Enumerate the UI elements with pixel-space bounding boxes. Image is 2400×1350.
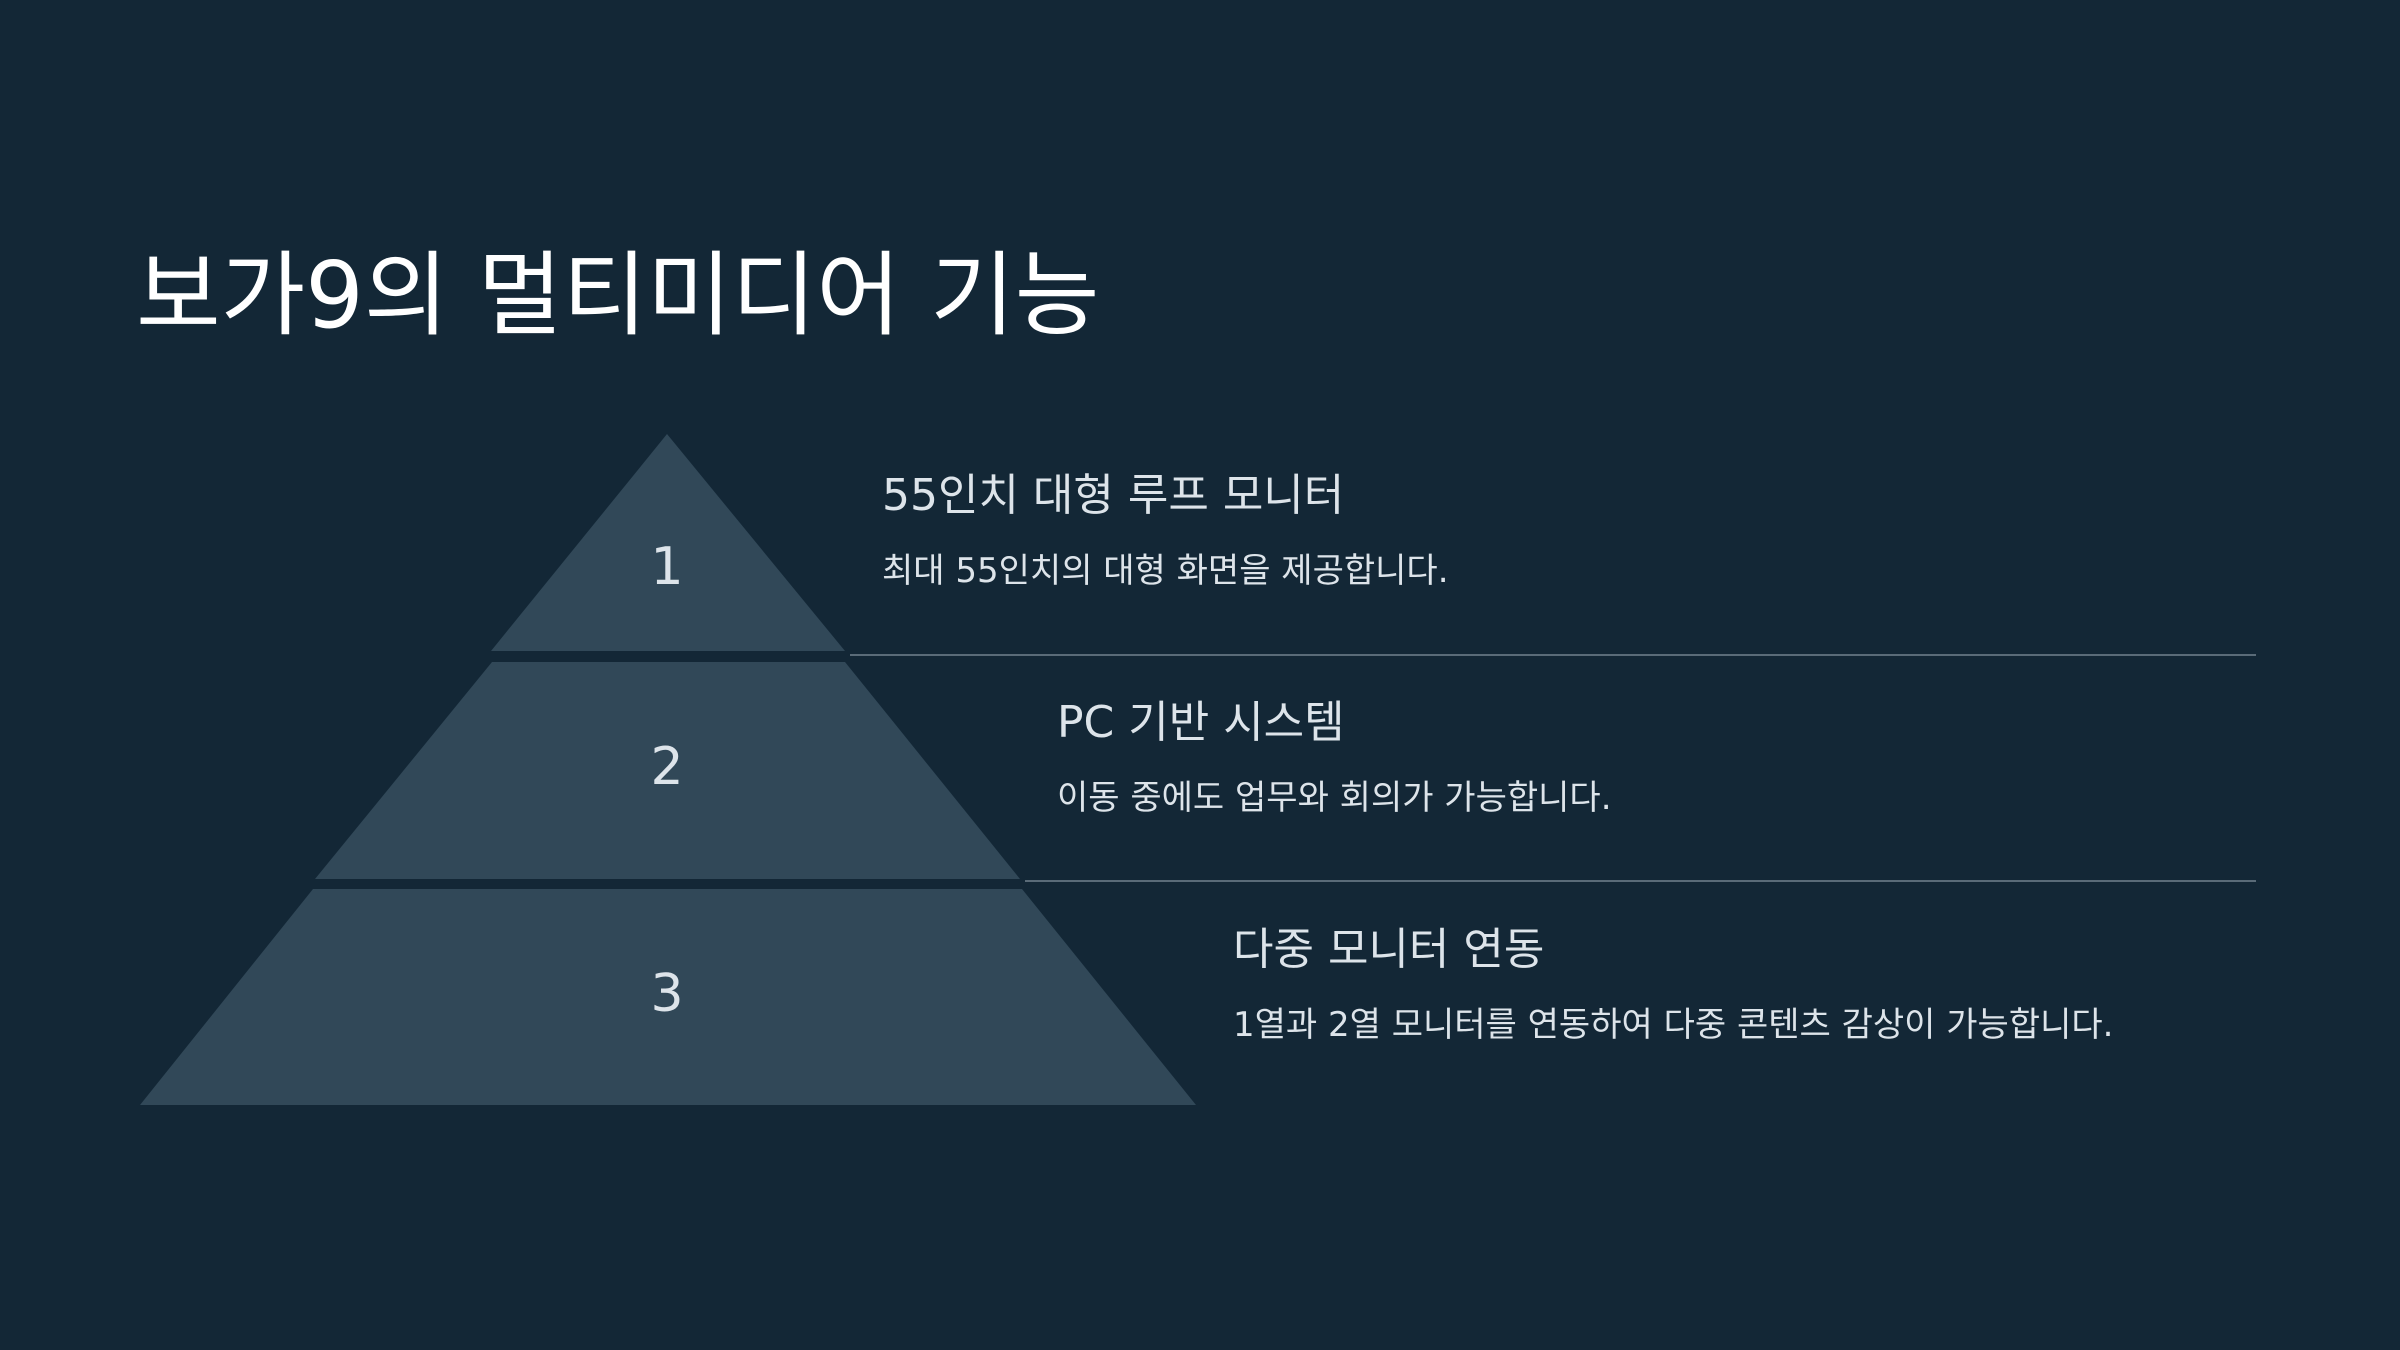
tier-2-number: 2 bbox=[650, 737, 683, 797]
tier-3-number: 3 bbox=[650, 964, 683, 1024]
tier-1-divider bbox=[850, 654, 2256, 656]
tier-3-description: 1열과 2열 모니터를 연동하여 다중 콘텐츠 감상이 가능합니다. bbox=[1233, 1004, 2114, 1045]
tier-1-number: 1 bbox=[650, 537, 683, 597]
slide-title: 보가9의 멀티미디어 기능 bbox=[136, 242, 1100, 349]
tier-1-description: 최대 55인치의 대형 화면을 제공합니다. bbox=[882, 550, 1449, 591]
tier-3-title: 다중 모니터 연동 bbox=[1233, 924, 1545, 975]
tier-1-item: 55인치 대형 루프 모니터 최대 55인치의 대형 화면을 제공합니다. bbox=[882, 470, 1449, 593]
tier-3-item: 다중 모니터 연동 1열과 2열 모니터를 연동하여 다중 콘텐츠 감상이 가능… bbox=[1233, 924, 2113, 1047]
tier-2-title: PC 기반 시스템 bbox=[1057, 697, 1345, 748]
tier-2-divider bbox=[1025, 880, 2256, 882]
pyramid-tier-2 bbox=[315, 662, 1020, 879]
tier-2-description: 이동 중에도 업무와 회의가 가능합니다. bbox=[1057, 777, 1612, 818]
tier-1-title: 55인치 대형 루프 모니터 bbox=[882, 470, 1345, 521]
pyramid-tier-3 bbox=[140, 889, 1196, 1105]
tier-2-item: PC 기반 시스템 이동 중에도 업무와 회의가 가능합니다. bbox=[1057, 697, 1612, 820]
pyramid-tier-1 bbox=[491, 434, 845, 651]
